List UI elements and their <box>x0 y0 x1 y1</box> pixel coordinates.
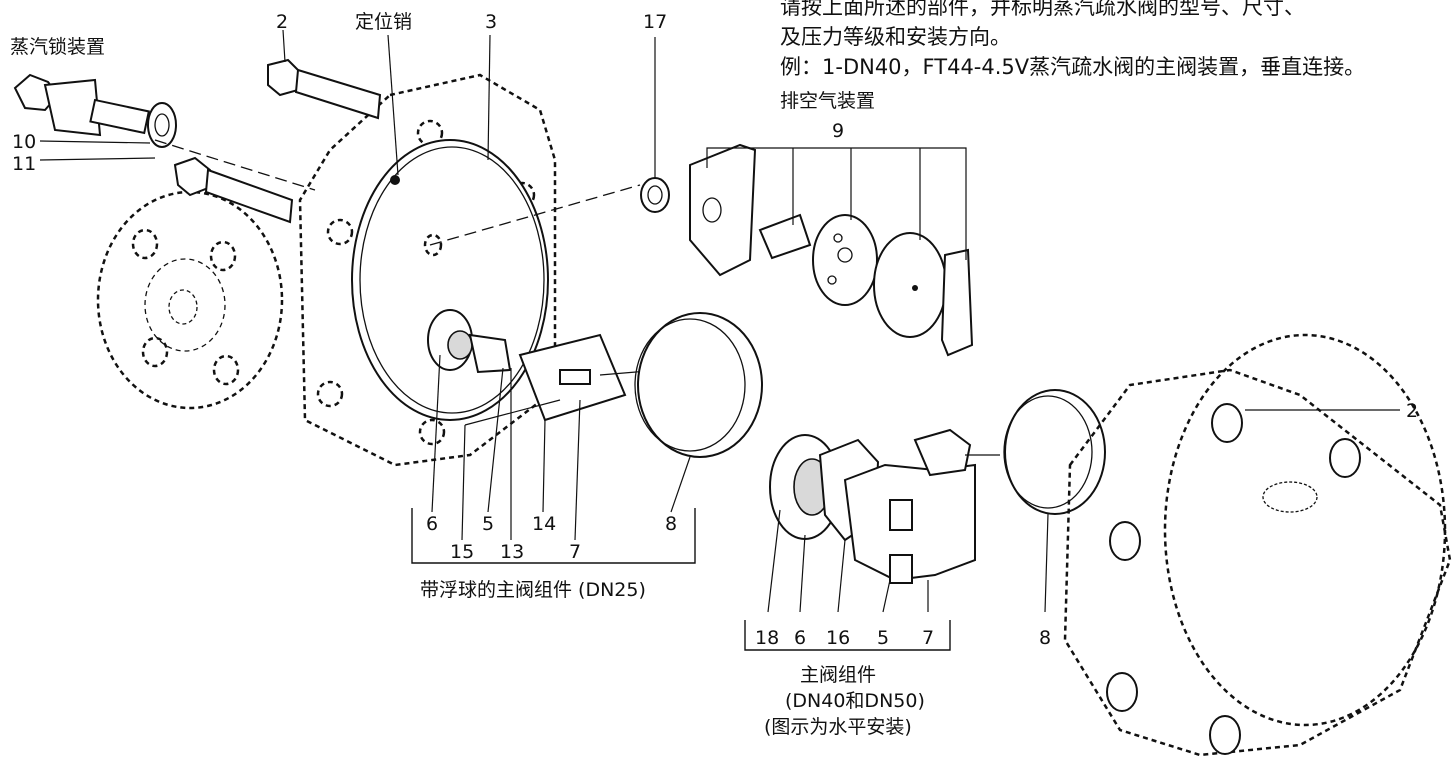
leader-lines <box>39 29 1400 613</box>
main-valve-dn40-dn50 <box>769 389 1106 584</box>
part-number-14: 14 <box>532 513 556 535</box>
part-number-18: 18 <box>755 627 779 649</box>
part-number-7-a: 7 <box>569 541 581 563</box>
part-number-17: 17 <box>643 11 667 33</box>
part-number-10: 10 <box>12 131 36 153</box>
part-number-7-b: 7 <box>922 627 934 649</box>
header-line-1: 请按上面所述的部件，并标明蒸汽疏水阀的型号、尺寸、 <box>780 0 1305 19</box>
stud-bolts <box>173 58 382 224</box>
part-number-9: 9 <box>832 120 844 142</box>
air-vent-assembly <box>640 143 974 357</box>
part-number-6-b: 6 <box>794 627 806 649</box>
header-line-3: 例：1-DN40，FT44-4.5V蒸汽疏水阀的主阀装置，垂直连接。 <box>780 55 1365 79</box>
header-line-2: 及压力等级和安装方向。 <box>780 25 1011 49</box>
front-cover-dashed <box>1063 333 1452 757</box>
part-number-8-a: 8 <box>665 513 677 535</box>
part-number-6-a: 6 <box>426 513 438 535</box>
part-number-5-b: 5 <box>877 627 889 649</box>
part-number-8-b: 8 <box>1039 627 1051 649</box>
label-steam-lock: 蒸汽锁装置 <box>10 36 105 58</box>
assembly-lines <box>154 139 641 246</box>
part-number-11: 11 <box>12 153 36 175</box>
part-number-2-right: 2 <box>1406 400 1418 422</box>
steam-lock-assembly <box>13 73 177 148</box>
part-number-3: 3 <box>485 11 497 33</box>
part-number-16: 16 <box>826 627 850 649</box>
part-number-15: 15 <box>450 541 474 563</box>
bracket-dn40 <box>744 620 951 651</box>
rear-cover-dashed <box>96 190 284 410</box>
locating-pin <box>390 175 400 185</box>
part-number-5-a: 5 <box>482 513 494 535</box>
label-group-dn40-line3: (图示为水平安装) <box>764 716 912 738</box>
label-locating-pin: 定位销 <box>355 11 412 33</box>
label-air-vent: 排空气装置 <box>780 90 875 112</box>
label-group-dn40-line1: 主阀组件 <box>800 664 876 686</box>
label-group-dn40-line2: (DN40和DN50) <box>785 690 925 712</box>
main-valve-dn25 <box>427 309 763 458</box>
label-group-dn25: 带浮球的主阀组件 (DN25) <box>420 579 646 601</box>
gasket <box>351 139 549 421</box>
bracket-dn25 <box>411 508 696 564</box>
part-number-2-top: 2 <box>276 11 288 33</box>
part-number-13: 13 <box>500 541 524 563</box>
